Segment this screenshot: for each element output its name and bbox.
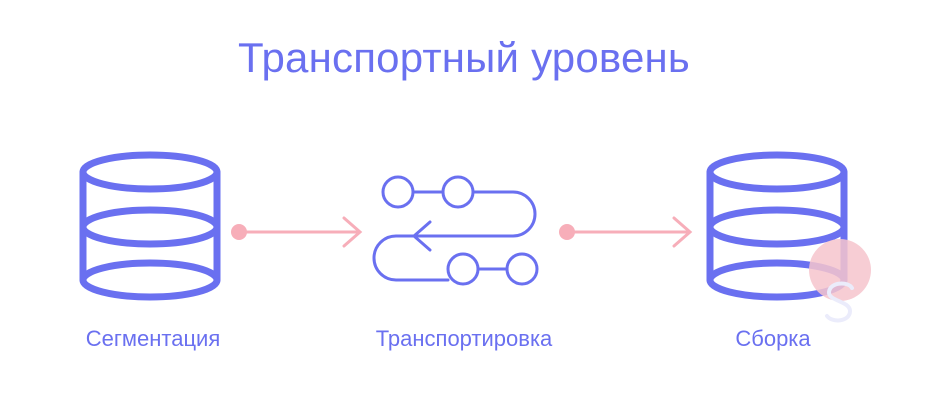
database-icon [79,151,221,301]
segmentation-label: Сегментация [85,326,221,351]
arrow-transport-to-assembly [559,216,693,248]
assembly-label: Сборка [735,326,811,351]
transportation-label: Транспортировка [375,326,553,351]
watermark-logo [809,239,871,323]
route-icon [372,175,539,286]
diagram-title: Транспортный уровень [237,34,690,81]
arrow-segmentation-to-transport [231,216,363,248]
